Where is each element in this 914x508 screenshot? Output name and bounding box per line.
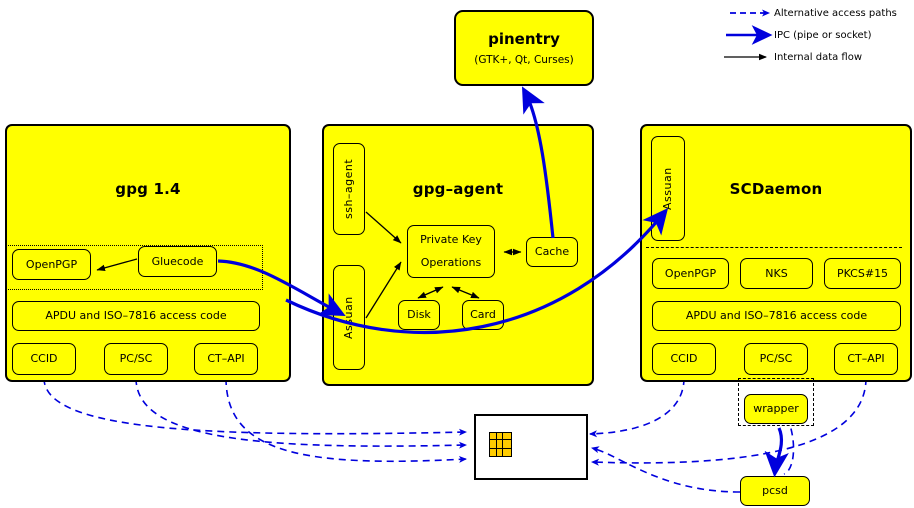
scdaemon-module-pkcs15[interactable]: PKCS#15 — [824, 258, 901, 289]
scdaemon-module-pcsc[interactable]: PC/SC — [744, 343, 808, 375]
legend-item-ipc: IPC (pipe or socket) — [702, 24, 908, 46]
gpg14-module-ctapi[interactable]: CT–API — [194, 343, 258, 375]
gpg-agent-ssh-agent-label: ssh–agent — [342, 158, 356, 220]
gpg14-ccid-label: CCID — [30, 352, 58, 366]
pinentry-subtitle: (GTK+, Qt, Curses) — [474, 54, 574, 66]
scdaemon-divider — [646, 247, 902, 248]
wrapper-label: wrapper — [753, 402, 799, 416]
gpg-agent-cache-label: Cache — [534, 245, 570, 259]
gpg14-module-ccid[interactable]: CCID — [12, 343, 76, 375]
gpg-agent-module-assuan[interactable]: Assuan — [333, 265, 365, 370]
gpg-agent-module-cache[interactable]: Cache — [526, 237, 578, 267]
scdaemon-nks-label: NKS — [765, 266, 788, 280]
pko-line2: Operations — [420, 256, 482, 269]
scdaemon-pkcs15-label: PKCS#15 — [836, 266, 889, 280]
scdaemon-apdu-label: APDU and ISO–7816 access code — [685, 309, 868, 323]
gpg14-openpgp-label: OpenPGP — [25, 257, 78, 271]
gpg14-ctapi-label: CT–API — [207, 352, 245, 366]
pinentry-title: pinentry — [488, 30, 560, 48]
scdaemon-module-apdu[interactable]: APDU and ISO–7816 access code — [652, 301, 901, 331]
scdaemon-module-ctapi[interactable]: CT–API — [834, 343, 898, 375]
alt-path-scd-ctapi — [591, 377, 867, 466]
pcsd-box[interactable]: pcsd — [740, 476, 810, 506]
alt-path-scd-ccid — [589, 377, 685, 438]
gpg14-module-pcsc[interactable]: PC/SC — [104, 343, 168, 375]
scdaemon-assuan-label: Assuan — [661, 167, 675, 210]
scdaemon-ctapi-label: CT–API — [847, 352, 885, 366]
gpg14-pcsc-label: PC/SC — [119, 352, 153, 366]
gpg14-module-gluecode[interactable]: Gluecode — [138, 246, 217, 277]
alt-path-pcsd-smartcard — [591, 446, 741, 493]
gpg-agent-title: gpg–agent — [412, 180, 504, 198]
smartcard[interactable] — [474, 414, 588, 480]
chip-contact-pad-icon — [488, 431, 512, 457]
thin-arrow-icon — [724, 53, 767, 61]
wrapper-box[interactable]: wrapper — [744, 394, 808, 424]
gpg14-module-openpgp[interactable]: OpenPGP — [12, 249, 91, 280]
gpg-agent-disk-label: Disk — [407, 308, 431, 322]
dashed-arrow-icon — [730, 9, 770, 17]
gpg-agent-module-card[interactable]: Card — [462, 300, 504, 330]
gpg-agent-module-private-key-operations[interactable]: Private Key Operations — [407, 225, 495, 278]
scdaemon-module-nks[interactable]: NKS — [740, 258, 813, 289]
pinentry-box[interactable]: pinentry (GTK+, Qt, Curses) — [454, 10, 594, 86]
gpg14-apdu-label: APDU and ISO–7816 access code — [45, 309, 227, 323]
legend-item-internal-data-flow: Internal data flow — [702, 46, 908, 68]
pko-line1: Private Key — [420, 233, 482, 247]
legend: Alternative access paths IPC (pipe or so… — [702, 2, 908, 68]
alt-path-gpg-ccid — [43, 377, 467, 436]
pcsd-label: pcsd — [762, 484, 788, 498]
scdaemon-module-assuan[interactable]: Assuan — [651, 136, 685, 241]
scdaemon-openpgp-label: OpenPGP — [664, 266, 717, 280]
gpg14-module-apdu[interactable]: APDU and ISO–7816 access code — [12, 301, 260, 331]
alt-path-gpg-ctapi — [225, 377, 467, 463]
gpg-agent-module-ssh-agent[interactable]: ssh–agent — [333, 143, 365, 235]
legend-label-internal-data-flow: Internal data flow — [774, 51, 863, 63]
legend-label-alternative-access-paths: Alternative access paths — [774, 7, 897, 19]
gpg14-title: gpg 1.4 — [115, 180, 181, 198]
gpg14-gluecode-label: Gluecode — [151, 254, 204, 268]
legend-item-alternative-access-paths: Alternative access paths — [702, 2, 908, 24]
gpg-agent-assuan-label: Assuan — [342, 296, 356, 339]
scdaemon-ccid-label: CCID — [670, 352, 698, 366]
ipc-wrapper-to-pcsd — [764, 427, 789, 478]
scdaemon-pcsc-label: PC/SC — [759, 352, 793, 366]
thick-arrow-icon — [726, 25, 773, 45]
gpg-agent-card-label: Card — [470, 308, 496, 322]
gpg-agent-module-disk[interactable]: Disk — [398, 300, 440, 330]
scdaemon-module-ccid[interactable]: CCID — [652, 343, 716, 375]
alt-path-gpg-pcsc — [135, 377, 467, 449]
scdaemon-title: SCDaemon — [729, 180, 823, 198]
scdaemon-module-openpgp[interactable]: OpenPGP — [652, 258, 729, 289]
legend-label-ipc: IPC (pipe or socket) — [774, 29, 872, 41]
